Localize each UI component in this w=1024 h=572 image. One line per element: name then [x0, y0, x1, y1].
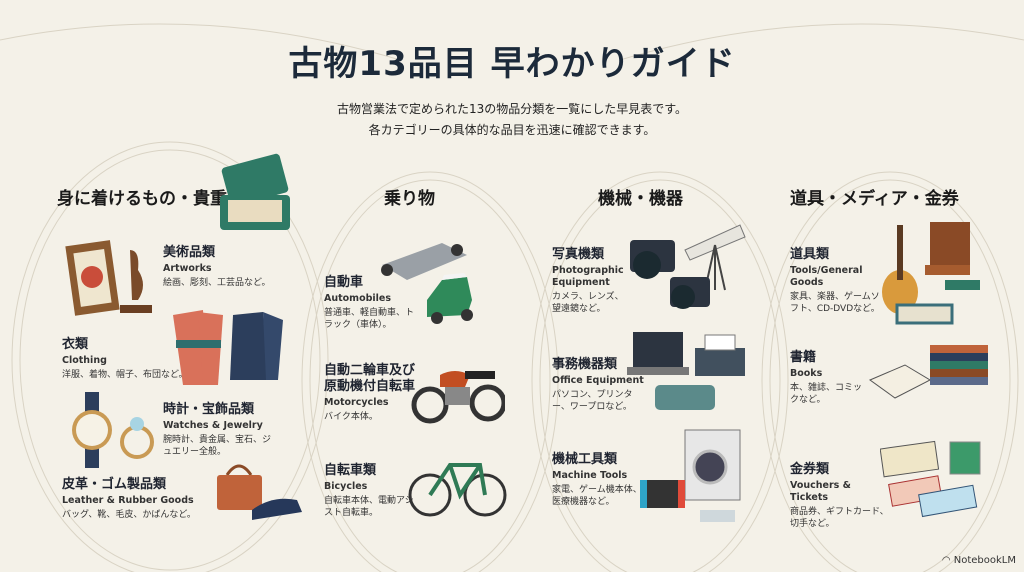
camera-telescope-icon	[630, 224, 746, 309]
column-heading-tools-media: 道具・メディア・金券	[790, 189, 959, 209]
watch-ring-icon	[72, 392, 154, 468]
subtitle-line-2: 各カテゴリーの具体的な品目を迅速に確認できます。	[368, 123, 656, 137]
vouchers-tickets-icon	[880, 440, 981, 518]
notebooklm-logo-icon: ◠	[941, 555, 954, 566]
guitar-furniture-boardgame-icon	[882, 222, 980, 325]
notebooklm-brand: ◠ NotebookLM	[941, 555, 1016, 566]
column-heading-machines: 機械・機器	[598, 189, 683, 209]
washer-gameconsole-icon	[640, 429, 741, 522]
painting-sculpture-icon	[65, 240, 152, 316]
bag-shoes-icon	[217, 464, 302, 520]
books-icon	[868, 345, 988, 399]
kimono-suit-icon	[173, 310, 283, 385]
column-heading-wearables: 身に着けるもの・貴重品	[57, 189, 244, 209]
bicycle-icon	[408, 463, 507, 517]
motorcycle-icon	[411, 371, 505, 424]
laptop-printer-typewriter-icon	[627, 332, 745, 410]
page-title: 古物13品目 早わかりガイド	[288, 44, 736, 84]
column-heading-vehicles: 乗り物	[384, 189, 435, 209]
subtitle-line-1: 古物営業法で定められた13の物品分類を一覧にした早見表です。	[336, 102, 688, 116]
car-chassis-icon	[381, 243, 473, 324]
jewelry-box-icon	[220, 153, 290, 230]
